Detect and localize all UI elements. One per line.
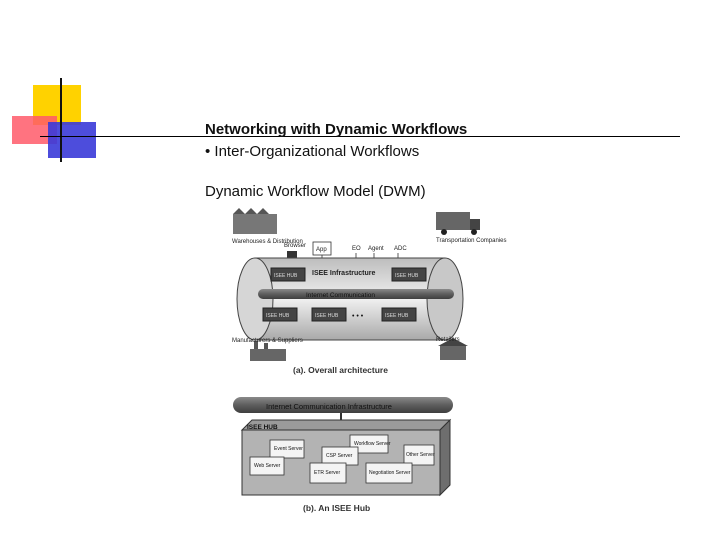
internet-comm-bar [258, 289, 454, 299]
label-warehouses: Warehouses & Distribution [232, 239, 303, 245]
hub-upper-right-label: ISEE HUB [395, 273, 419, 279]
web-server-label: Web Server [254, 463, 281, 469]
hub-upper-left [270, 267, 306, 282]
label-transportation: Transportation Companies [436, 238, 506, 244]
label-retailers: Retailers [436, 337, 460, 343]
warehouse-icon [233, 208, 277, 234]
store-icon [438, 338, 468, 360]
hub-upper-left-label: ISEE HUB [274, 273, 298, 279]
label-manufacturers: Manufacturers & Suppliers [232, 338, 303, 344]
label-infrastructure: ISEE Infrastructure [312, 270, 376, 277]
label-adc: ADC [394, 246, 407, 252]
decor-blue-block [48, 122, 96, 158]
hub-upper-right [391, 267, 427, 282]
event-server-box [269, 439, 305, 459]
hub-lower-2 [311, 307, 347, 322]
label-internet-comm: Internet Communication [306, 292, 375, 299]
hub-lower-2-label: ISEE HUB [315, 313, 339, 319]
hub-lower-1 [262, 307, 298, 322]
workflow-server-label: Workflow Server [354, 441, 391, 447]
caption-a: (a). Overall architecture [293, 365, 388, 375]
negotiation-server-label: Negotiation Server [369, 470, 411, 476]
workflow-server-box [349, 434, 389, 454]
bullet-item: • Inter-Organizational Workflows [205, 143, 420, 160]
other-server-box [403, 444, 435, 466]
hub-lower-3-label: ISEE HUB [385, 313, 409, 319]
web-server-box [249, 456, 285, 476]
decor-vertical-line [60, 78, 62, 162]
label-isee-hub: ISEE HUB [247, 424, 278, 431]
model-heading: Dynamic Workflow Model (DWM) [205, 183, 426, 200]
label-eo: EO [352, 246, 361, 252]
caption-b: (b). An ISEE Hub [303, 503, 370, 513]
truck-icon [436, 212, 480, 235]
etr-server-box [309, 462, 347, 484]
slide-title: Networking with Dynamic Workflows [205, 121, 468, 138]
browser-icon [287, 251, 297, 259]
factory-icon [250, 341, 286, 361]
negotiation-server-box [365, 462, 413, 484]
csp-server-label: CSP Server [326, 453, 353, 459]
other-server-label: Other Server [406, 452, 435, 458]
hub-ellipsis: • • • [352, 313, 364, 320]
label-agent: Agent [368, 246, 384, 252]
event-server-label: Event Server [274, 446, 303, 452]
label-browser: Browser [284, 243, 306, 249]
label-comm-infra: Internet Communication Infrastructure [266, 402, 392, 411]
comm-infra-bar [233, 397, 453, 413]
hub-lower-3 [381, 307, 417, 322]
hub-lower-1-label: ISEE HUB [266, 313, 290, 319]
label-app: App [316, 247, 327, 253]
title-rule [40, 136, 680, 137]
etr-server-label: ETR Server [314, 470, 340, 476]
